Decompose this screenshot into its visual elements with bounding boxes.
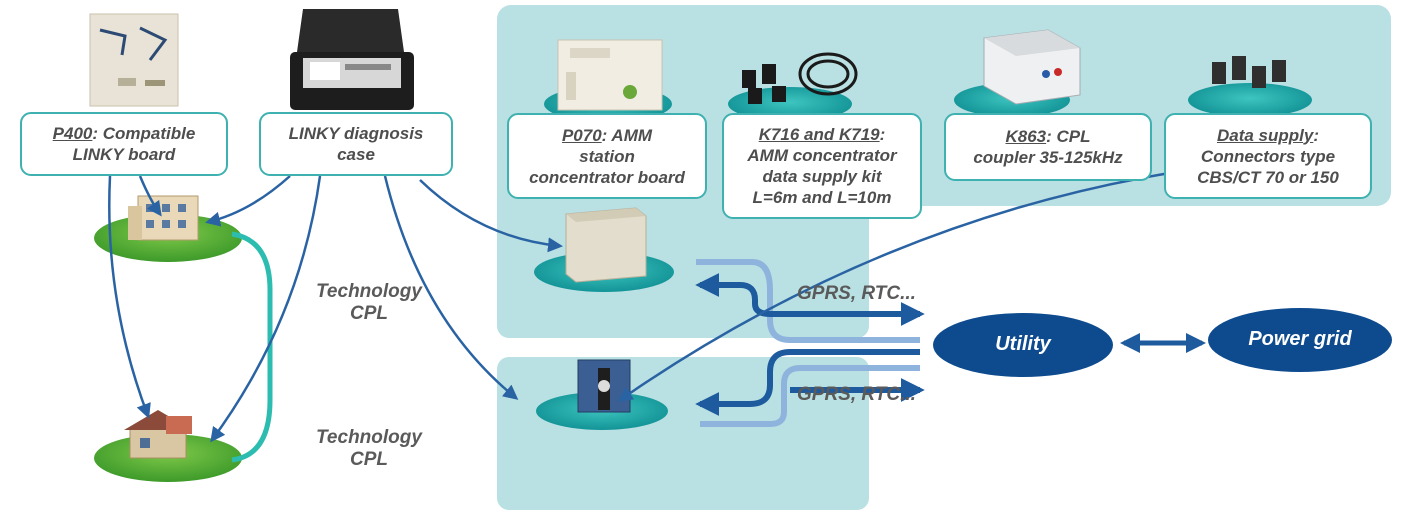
technology-top-line1: Technology [316, 281, 422, 302]
product-k716-line1: K716 and K719: [724, 124, 920, 145]
product-k863-box[interactable]: K863: CPL coupler 35-125kHz [944, 113, 1152, 181]
diagnosis-case-image [290, 9, 414, 110]
product-p070-text1: : AMM [601, 125, 653, 145]
product-data-supply-text1: : [1313, 125, 1320, 145]
cable-kit-image [742, 52, 858, 104]
gprs-bottom-label: GPRS, RTC... [797, 384, 916, 405]
product-p400-code: P400 [52, 124, 93, 143]
product-p400-text1: : Compatible [92, 124, 196, 143]
product-p400-line1: P400: Compatible [22, 123, 226, 144]
product-p070-line2: station [579, 146, 635, 166]
product-k863-line1: K863: CPL [946, 126, 1150, 147]
product-p400-line2: LINKY board [72, 145, 176, 164]
technology-cpl-bottom-label: Technology CPL [284, 427, 454, 471]
technology-top-line2: CPL [350, 303, 388, 324]
product-data-supply-line2: Connectors type [1200, 146, 1336, 166]
connection-arrows [108, 170, 1177, 443]
coupler-image [983, 29, 1081, 105]
product-data-supply-code: Data supply [1216, 125, 1314, 145]
substation-top-image [534, 207, 674, 292]
product-data-supply-line3: CBS/CT 70 or 150 [1197, 167, 1339, 187]
substation-panel-bottom [497, 357, 869, 510]
product-data-supply-line1: Data supply: [1166, 125, 1370, 146]
product-k863-text1: : CPL [1046, 127, 1091, 146]
power-grid-oval[interactable] [1208, 308, 1392, 372]
product-p070-line1: P070: AMM [509, 125, 705, 146]
product-k716-line4: L=6m and L=10m [752, 188, 892, 207]
product-k716-line3: data supply kit [762, 167, 882, 186]
product-p400-box[interactable]: P400: Compatible LINKY board [20, 112, 228, 176]
product-k716-line2: AMM concentrator [747, 146, 897, 165]
gprs-top-label: GPRS, RTC... [797, 283, 916, 304]
product-diagnosis-line2: case [337, 145, 375, 164]
utility-oval[interactable] [933, 313, 1113, 377]
technology-cpl-top-label: Technology CPL [284, 281, 454, 325]
apartment-building-image [94, 195, 242, 262]
gprs-bottom-arrows [695, 349, 925, 427]
product-k863-code: K863 [1005, 127, 1047, 146]
utility-label: Utility [995, 333, 1051, 355]
technology-bottom-line1: Technology [316, 427, 422, 448]
gprs-top-arrows [695, 259, 925, 343]
substation-bottom-image [536, 359, 668, 430]
product-k863-line2: coupler 35-125kHz [973, 148, 1123, 167]
product-k716-code: K716 and K719 [758, 125, 880, 144]
product-data-supply-box[interactable]: Data supply: Connectors type CBS/CT 70 o… [1164, 113, 1372, 199]
product-p070-line3: concentrator board [529, 167, 685, 187]
product-p070-code: P070 [561, 125, 602, 145]
cpl-line-vertical [231, 231, 273, 463]
technology-bottom-line2: CPL [350, 449, 388, 470]
power-grid-label: Power grid [1248, 328, 1352, 350]
product-diagnosis-case-box[interactable]: LINKY diagnosis case [259, 112, 453, 176]
product-p070-box[interactable]: P070: AMM station concentrator board [507, 113, 707, 199]
house-image [94, 410, 242, 482]
p400-board-image [89, 13, 179, 107]
p070-board-image [557, 39, 663, 111]
connectors-image [1212, 56, 1286, 88]
product-k716-text1: : [879, 125, 886, 144]
disc-data-supply [1188, 83, 1312, 117]
product-k716-box[interactable]: K716 and K719: AMM concentrator data sup… [722, 113, 922, 219]
product-diagnosis-line1: LINKY diagnosis [288, 124, 424, 143]
